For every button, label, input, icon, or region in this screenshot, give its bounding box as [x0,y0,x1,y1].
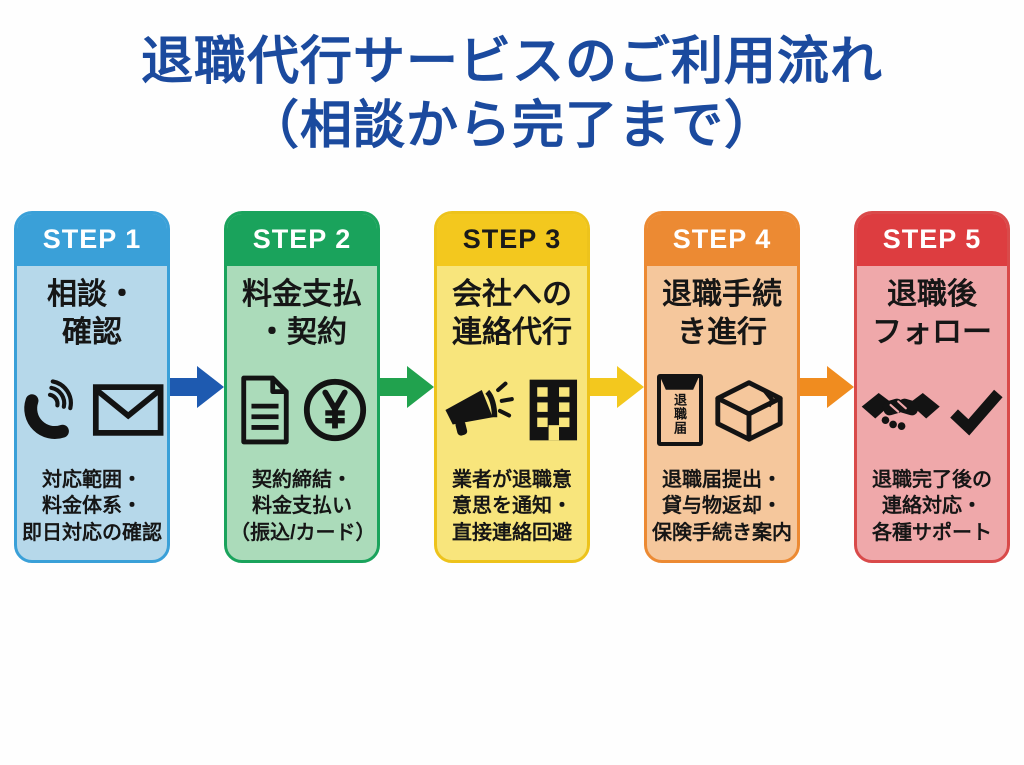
arrow-right-icon [590,365,644,408]
document-icon [240,375,289,445]
step-card-2: STEP 2 料金支払 ・契約 契約 [224,210,380,563]
step-3-icons [440,353,584,467]
envelope-label: 退職届 [672,392,687,435]
step-5-title: 退職後 フォロー [872,277,992,350]
step-1-label: STEP 1 [42,224,142,255]
step-1-description: 対応範囲・ 料金体系・ 即日対応の確認 [22,468,162,544]
page-title: 退職代行サービスのご利用流れ （相談から完了まで） [0,0,1024,159]
resignation-envelope-icon: 退職届 [656,373,703,446]
step-card-5: STEP 5 退職後 フォロー 退職完了後の 連絡対応・ [854,210,1010,563]
step-4-header: STEP 4 [647,213,797,266]
step-5-label: STEP 5 [882,224,982,255]
checkmark-icon [950,389,1004,436]
phone-icon [24,379,73,439]
step-4-body: 退職手続 き進行 退職届 退職届提出・ 貸与物返却・ 保険手続き案内 [647,266,797,560]
step-card-3: STEP 3 会社への 連絡代行 [434,210,590,563]
step-5-description: 退職完了後の 連絡対応・ 各種サポート [872,468,992,544]
step-2-label: STEP 2 [252,224,352,255]
arrow-right-icon [170,365,224,408]
page-title-line2: （相談から完了まで） [246,97,777,156]
step-2-description: 契約締結・ 料金支払い （振込/カード） [230,468,376,544]
step-3-header: STEP 3 [437,213,587,266]
step-2-icons [230,353,374,467]
arrow-gap-3 [590,211,644,563]
step-4-description: 退職届提出・ 貸与物返却・ 保険手続き案内 [652,468,792,544]
package-box-icon [714,379,783,442]
megaphone-icon [445,381,514,436]
step-3-label: STEP 3 [462,224,562,255]
mail-icon [92,384,164,436]
steps-flow: STEP 1 相談・ 確認 対応範囲・ 料金体系・ 即日対応の確認 [14,210,1010,563]
arrow-gap-1 [170,211,224,563]
yen-circle-icon [303,378,366,441]
step-card-1: STEP 1 相談・ 確認 対応範囲・ 料金体系・ 即日対応の確認 [14,210,170,563]
arrow-right-icon [380,365,434,408]
step-2-body: 料金支払 ・契約 契約締結・ 料金支払い （振込/カード） [227,266,377,560]
step-3-title: 会社への 連絡代行 [452,277,572,350]
arrow-right-icon [800,365,854,408]
step-3-body: 会社への 連絡代行 [437,266,587,560]
step-1-body: 相談・ 確認 対応範囲・ 料金体系・ 即日対応の確認 [17,266,167,560]
step-4-label: STEP 4 [672,224,772,255]
step-4-title: 退職手続 き進行 [662,277,782,350]
office-building-icon [529,379,578,441]
step-5-body: 退職後 フォロー 退職完了後の 連絡対応・ 各種サポート [857,266,1007,560]
step-1-header: STEP 1 [17,213,167,266]
step-2-title: 料金支払 ・契約 [242,277,362,350]
step-2-header: STEP 2 [227,213,377,266]
page-title-line1: 退職代行サービスのご利用流れ [140,33,883,91]
step-card-4: STEP 4 退職手続 き進行 退職届 退職届提出・ 貸与物返却・ 保険手続き案… [644,210,800,563]
arrow-gap-4 [800,211,854,563]
step-5-header: STEP 5 [857,213,1007,266]
step-5-icons [860,353,1004,467]
envelope-flap [660,377,699,390]
handshake-icon [861,392,940,430]
step-3-description: 業者が退職意 意思を通知・ 直接連絡回避 [452,468,572,544]
step-1-icons [20,353,164,467]
step-4-icons: 退職届 [650,353,794,467]
step-1-title: 相談・ 確認 [47,277,137,350]
arrow-gap-2 [380,211,434,563]
